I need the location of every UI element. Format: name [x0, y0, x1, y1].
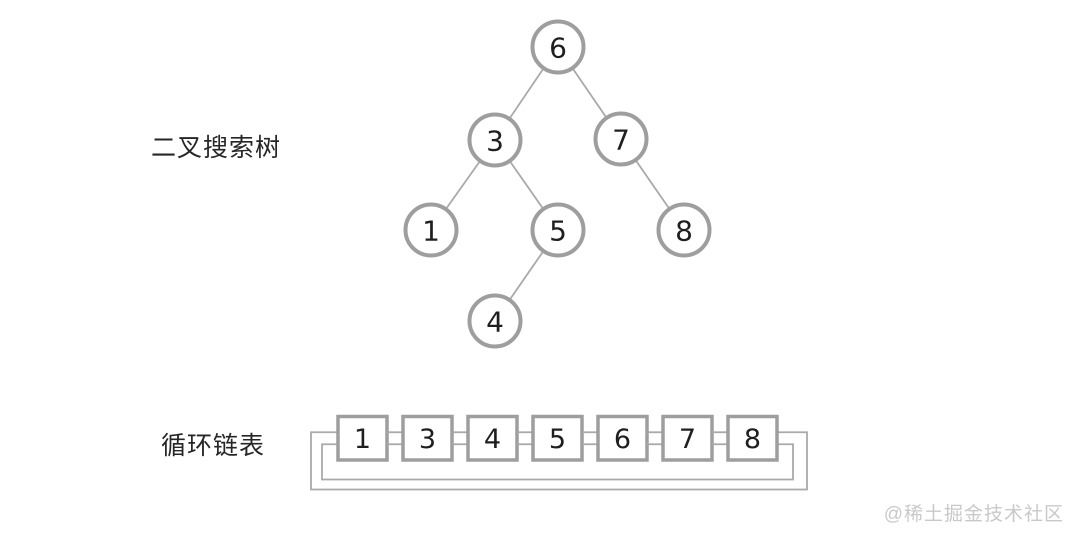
circular-link-outer: [310, 431, 808, 491]
tree-node-circle: [530, 202, 586, 258]
list-node-box: [596, 414, 649, 462]
list-node-1: 1: [336, 414, 389, 462]
list-node-6: 6: [596, 414, 649, 462]
list-node-4: 4: [466, 414, 519, 462]
list-node-8: 8: [726, 414, 779, 462]
tree-node-value: 5: [549, 215, 567, 248]
list-node-value: 8: [744, 424, 761, 455]
tree-node-circle: [593, 111, 649, 167]
watermark-text: @稀土掘金技术社区: [883, 504, 1064, 525]
list-node-7: 7: [661, 414, 714, 462]
tree-node-circle: [403, 202, 459, 258]
circular-linked-list-label: 循环链表: [161, 432, 266, 460]
tree-node-circle: [656, 202, 712, 258]
list-node-box: [401, 414, 454, 462]
tree-node-4: 4: [467, 293, 523, 349]
list-node-box: [661, 414, 714, 462]
tree-node-7: 7: [593, 111, 649, 167]
tree-node-circle: [467, 293, 523, 349]
tree-node-circle: [530, 19, 586, 75]
list-node-value: 5: [549, 424, 566, 455]
list-node-value: 4: [484, 424, 501, 455]
tree-node-value: 6: [549, 32, 567, 65]
bst-label: 二叉搜索树: [151, 134, 282, 162]
list-node-box: [466, 414, 519, 462]
tree-node-circle: [467, 112, 523, 168]
tree-node-value: 1: [422, 215, 440, 248]
tree-node-5: 5: [530, 202, 586, 258]
list-node-box: [726, 414, 779, 462]
tree-node-6: 6: [530, 19, 586, 75]
list-node-value: 3: [419, 424, 436, 455]
circular-link-inner: [321, 443, 794, 481]
tree-node-value: 7: [612, 124, 630, 157]
tree-node-value: 4: [486, 306, 504, 339]
list-node-value: 1: [354, 424, 371, 455]
list-node-3: 3: [401, 414, 454, 462]
tree-node-8: 8: [656, 202, 712, 258]
list-node-value: 6: [614, 424, 631, 455]
tree-node-value: 3: [486, 125, 504, 158]
tree-node-1: 1: [403, 202, 459, 258]
list-node-value: 7: [679, 424, 696, 455]
tree-node-value: 8: [675, 215, 693, 248]
list-node-5: 5: [531, 414, 584, 462]
tree-node-3: 3: [467, 112, 523, 168]
list-node-box: [531, 414, 584, 462]
list-node-box: [336, 414, 389, 462]
